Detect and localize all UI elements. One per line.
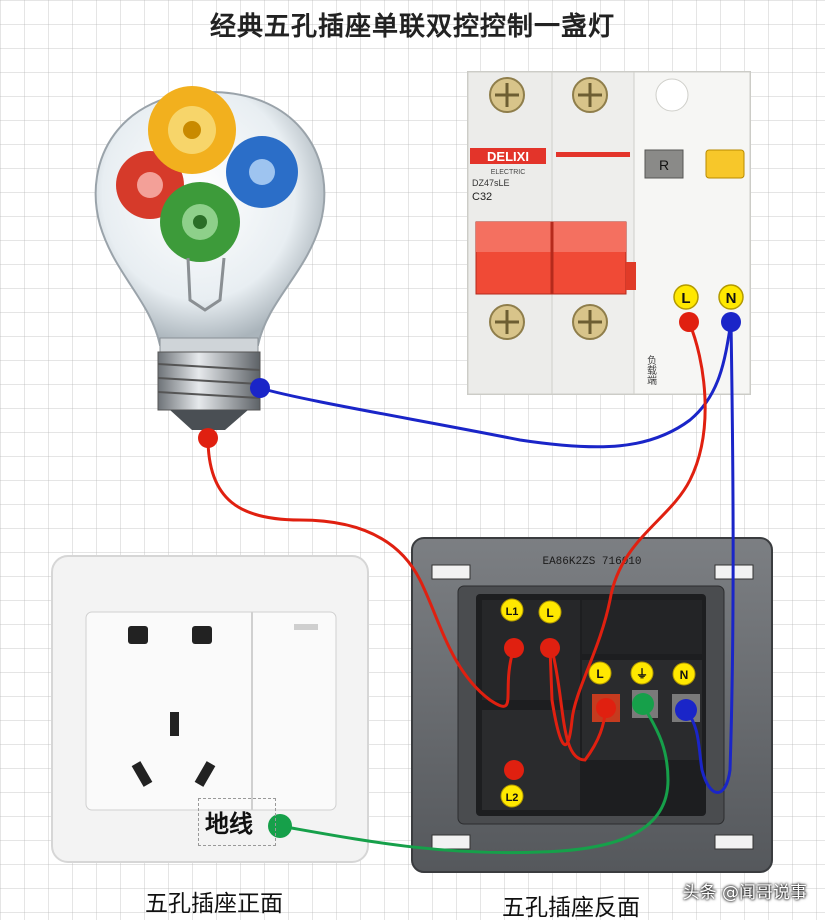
socket-model-code: EA86K2ZS 716010 [542,556,641,568]
socket-N-point [675,699,697,721]
breaker-brand-sub: ELECTRIC [491,169,526,176]
bulb-neutral-point [250,378,270,398]
live-wire-bulb [206,436,516,708]
gear-yellow [148,86,236,174]
reset-key-label: R [659,157,669,173]
socket-back: EA86K2ZS 716010 L1 L L2 L ⏚ N [411,537,773,873]
breaker-model: DZ47sLE [472,178,510,188]
breaker-neutral-point [721,312,741,332]
breaker-load-label: 负载端 [645,354,657,386]
ground-wire [278,702,670,855]
back-caption: 五孔插座反面 [502,895,640,921]
socket-terminal-ground: ⏚ [636,667,648,681]
wires [206,320,735,855]
live-wire-socket [550,648,608,762]
circuit-breaker: DELIXI ELECTRIC DZ47sLE C32 R L N 负载端 [467,71,751,395]
breaker-toggle-handles [475,221,636,295]
socket-L-point [596,698,616,718]
ground-label-point [268,814,292,838]
gear-blue [226,136,298,208]
socket-terminal-L: L [596,667,603,681]
bulb-screw-base [157,351,261,430]
light-bulb [94,86,326,430]
switch-terminal-L2: L2 [506,792,519,804]
front-caption: 五孔插座正面 [145,891,283,917]
breaker-terminal-L: L [681,290,690,307]
switch-L-point [540,638,560,658]
ground-wire-label: 地线 [205,809,253,838]
bulb-live-point [198,428,218,448]
watermark: 头条 @闻哥说事 [682,883,807,903]
switch-terminal-L1: L1 [506,606,519,618]
socket-ground-point [632,693,654,715]
breaker-live-point [679,312,699,332]
socket-front [51,555,369,863]
switch-L1-point [504,638,524,658]
wire-terminals [198,312,741,838]
gear-green [160,182,240,262]
text-selection-box [198,798,276,846]
switch-L2-point [504,760,524,780]
neutral-wire-socket [684,320,735,794]
breaker-terminal-N: N [726,290,737,307]
neutral-wire-bulb [258,320,733,449]
socket-terminal-N: N [680,668,689,682]
diagram-title: 经典五孔插座单联双控控制一盏灯 [209,12,615,42]
breaker-rating: C32 [472,191,492,203]
switch-terminal-L: L [546,606,553,620]
breaker-brand: DELIXI [487,149,529,164]
